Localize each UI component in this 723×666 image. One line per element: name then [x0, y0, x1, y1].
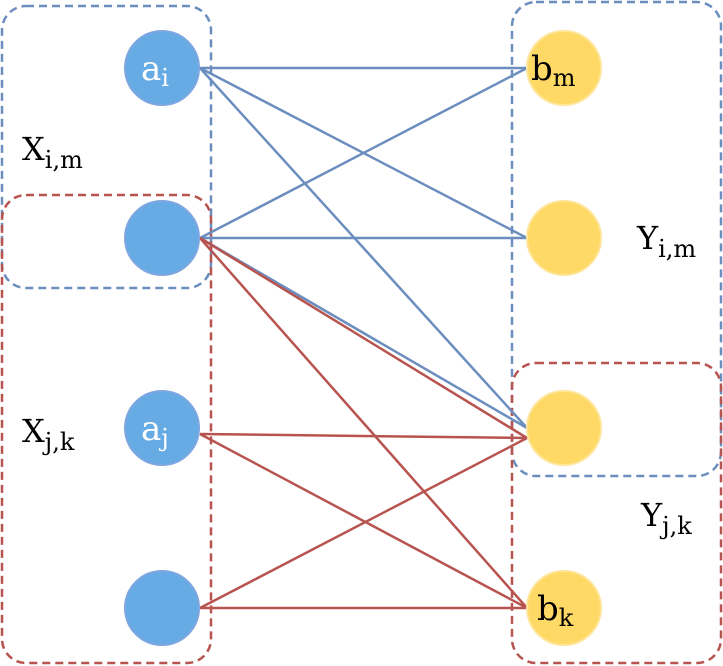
edge-n1-m3-blue [199, 67, 528, 429]
edge-n4-m3-red [199, 436, 528, 610]
right-node-4 [526, 570, 602, 646]
group-label-y-im: Yi,m [636, 219, 696, 263]
left-node-4 [124, 570, 200, 646]
edge-n2-m4-red [199, 237, 528, 609]
edge-n2-m3-blue [199, 236, 528, 430]
left-node-2 [124, 200, 200, 276]
edge-layer [199, 66, 528, 610]
group-label-x-jk: Xj,k [22, 412, 75, 456]
edge-n3-m4-red [199, 432, 528, 610]
left-node-3 [124, 390, 200, 466]
group-box-x-jk [0, 193, 213, 665]
right-node-1 [526, 30, 602, 106]
edge-n2-m3-red [199, 236, 528, 440]
group-label-x-im: Xi,m [22, 130, 83, 174]
group-box-y-jk [510, 361, 723, 665]
node-label-b-k: bk [537, 589, 574, 632]
node-label-a-j: aj [141, 409, 169, 452]
right-node-column [526, 30, 602, 646]
group-label-y-jk: Yj,k [640, 496, 692, 540]
left-node-column [124, 30, 200, 646]
group-box-x-im [0, 4, 213, 290]
left-node-1 [124, 30, 200, 106]
edge-n3-m3-red [199, 432, 528, 440]
node-label-a-i: ai [141, 49, 169, 92]
right-node-2 [526, 200, 602, 276]
node-labels: ai aj bm bk [141, 49, 576, 632]
node-label-b-m: bm [531, 49, 576, 92]
edge-n2-m1-blue [199, 66, 528, 240]
right-node-3 [526, 390, 602, 466]
group-labels: Xi,m Xj,k Yi,m Yj,k [22, 130, 696, 540]
